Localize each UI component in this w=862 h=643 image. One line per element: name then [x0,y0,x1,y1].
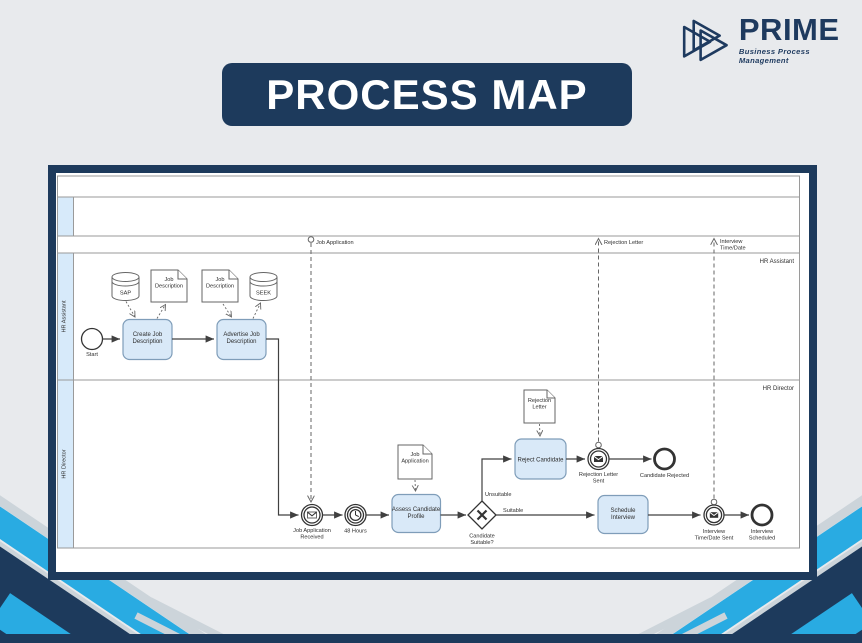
diagram-canvas [57,175,800,549]
flow-label-suitable: Suitable [503,508,523,514]
data-store-label: SEEK [256,291,271,297]
prime-logo-icon [682,19,728,61]
message-flow-label-rejection-letter: Rejection Letter [604,240,643,246]
data-store-sap: SAP [111,272,140,301]
sequence-flow [266,338,299,519]
data-association [156,305,166,319]
bpmn-diagram: HR Assistant HR Director HR Assistant HR… [57,175,800,549]
lane-corner-label-hr-director: HR Director [763,386,794,392]
lane-label-hr-assistant: HR Assistant [62,300,68,332]
end-event-candidate-rejected [653,447,676,471]
message-flow-source-dot [710,498,718,506]
lane-label-hr-director: HR Director [62,449,68,478]
start-event [80,327,104,351]
event-label: Candidate Rejected [640,473,689,479]
page-title: PROCESS MAP [222,63,632,126]
event-timer-48-hours: 48 Hours [344,503,367,535]
collapsed-pool-label-strip [57,196,74,237]
task-assess-candidate-profile [391,493,442,534]
data-store-label: SAP [120,291,131,297]
end-event-interview-scheduled [750,503,774,527]
data-store-seek: SEEK [249,272,278,301]
start-event-label: Start [86,352,98,358]
brand-tagline: Business Process Management [738,47,810,65]
data-association [252,303,261,319]
page-title-text: PROCESS MAP [266,70,588,118]
message-flow-source-dot [307,236,315,243]
message-flow-label-job-application: Job Application [316,240,354,246]
data-association [540,423,541,436]
brand-name: PRIME [738,12,840,47]
data-association [125,301,135,318]
event-label: 48 Hours [344,529,367,535]
data-association [222,303,232,317]
brand-logo: PRIME Business Process Management [679,14,862,65]
bottom-bar [0,634,862,643]
lane-corner-label-hr-assistant: HR Assistant [760,259,795,265]
process-map-frame: HR Assistant HR Director HR Assistant HR… [48,165,817,580]
message-flow-source-dot [595,441,602,449]
task-label: Reject Candidate [517,458,564,464]
flow-label-unsuitable: Unsuitable [485,492,511,498]
data-association [415,479,416,491]
sequence-flow-unsuitable [481,455,512,501]
